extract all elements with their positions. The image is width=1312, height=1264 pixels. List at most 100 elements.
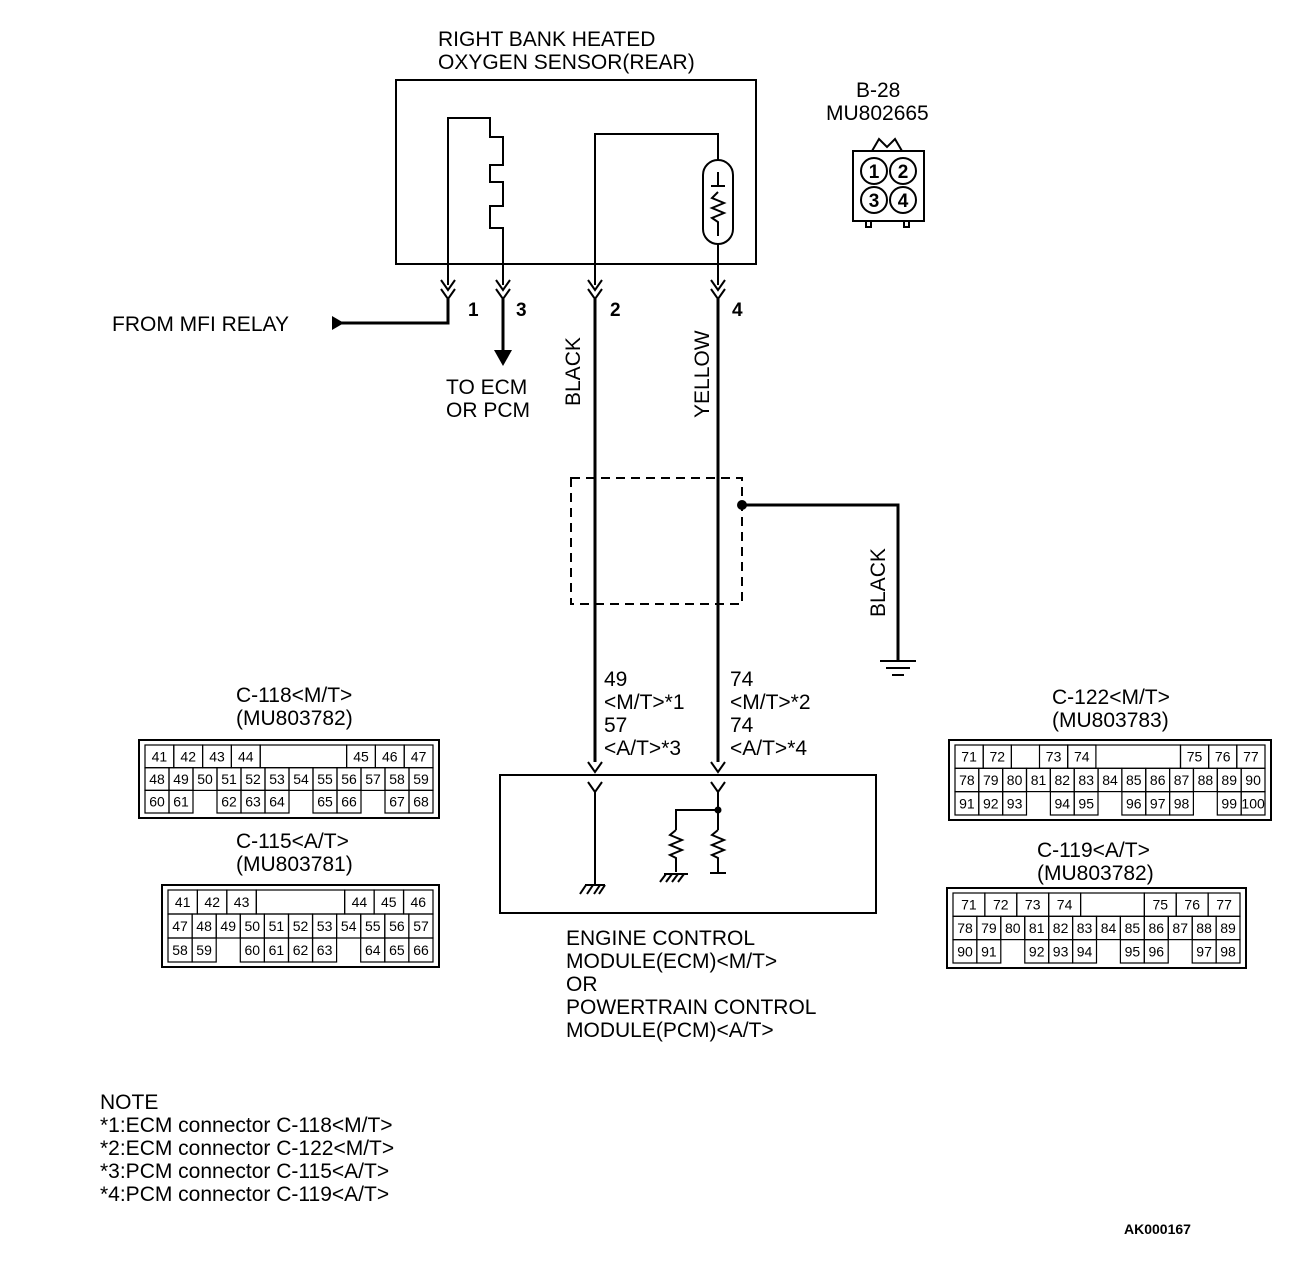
c118-pin-number: 56	[341, 771, 357, 787]
ecm-pin-right-4: <A/T>*4	[730, 737, 807, 760]
ecm-pin-left-1: 49	[604, 668, 627, 691]
sensor-title-line1: RIGHT BANK HEATED	[438, 28, 655, 51]
c122-pin-number: 72	[990, 749, 1006, 765]
ecm-box	[499, 774, 877, 914]
b28-pin-4: 4	[898, 191, 909, 212]
c115-pin-number: 61	[269, 942, 285, 958]
c122-pin-number: 89	[1221, 772, 1237, 788]
c115-pin-number: 60	[245, 942, 261, 958]
c115-outline	[161, 884, 440, 968]
c119-pin-number: 86	[1149, 920, 1165, 936]
c115-pin-number: 57	[413, 918, 429, 934]
c115-pin-number: 63	[317, 942, 333, 958]
c119-pin-cell	[1143, 939, 1169, 964]
c118-pin-cell	[336, 789, 362, 814]
ecm-terminals	[587, 761, 726, 774]
ecm-pin-right-3: 74	[730, 714, 754, 737]
c118-pin-number: 42	[180, 748, 196, 764]
c119-pin-number: 89	[1220, 920, 1236, 936]
c118-pin-number: 50	[197, 771, 213, 787]
shield-wire-color: BLACK	[867, 548, 890, 617]
sensor-internal-wire	[594, 133, 719, 285]
sensing-element-resistor	[709, 172, 727, 236]
c122-pin-number: 77	[1243, 749, 1259, 765]
c122-pin-number: 83	[1078, 772, 1094, 788]
c122-pin-number: 80	[1007, 772, 1023, 788]
c115-pin-number: 59	[196, 942, 212, 958]
note-line-2: *2:ECM connector C-122<M/T>	[100, 1137, 394, 1160]
pin-label-4: 4	[732, 300, 743, 321]
c119-pin-number: 79	[981, 920, 997, 936]
c118-pin-cell	[408, 789, 434, 814]
c115-pin-cell	[311, 937, 338, 963]
c118-outline	[138, 739, 440, 819]
wire-color-yellow: YELLOW	[691, 330, 714, 418]
sensor-box	[395, 79, 757, 265]
c118-part: (MU803782)	[236, 707, 353, 730]
c115-pin-number: 45	[381, 894, 397, 910]
c122-pin-number: 97	[1150, 795, 1166, 811]
c122-pin-number: 90	[1245, 772, 1261, 788]
c115-pin-cell	[408, 937, 434, 963]
c118-pin-number: 49	[173, 771, 189, 787]
c118-pin-number: 62	[221, 794, 237, 810]
c122-pin-number: 74	[1074, 749, 1090, 765]
c119-pin-number: 74	[1057, 897, 1073, 913]
c122-pin-number: 99	[1221, 795, 1237, 811]
pin-label-2: 2	[610, 300, 621, 321]
ecm-internal-circuit	[579, 781, 727, 895]
c122-pin-number: 92	[983, 795, 999, 811]
c122-pin-number: 91	[959, 795, 975, 811]
c122-keyway	[1010, 744, 1182, 769]
pin-label-3: 3	[516, 300, 527, 321]
module-label-line1: ENGINE CONTROL	[566, 927, 755, 950]
c119-pin-number: 72	[993, 897, 1009, 913]
c119-pin-number: 98	[1220, 943, 1236, 959]
c122-pin-number: 93	[1007, 795, 1023, 811]
c115-pin-number: 64	[365, 942, 381, 958]
b28-pin-1: 1	[869, 162, 880, 183]
ecm-pin-right-1: 74	[730, 668, 754, 691]
c118-pin-number: 47	[411, 748, 427, 764]
c122-pin-number: 96	[1126, 795, 1142, 811]
c115-keyway	[255, 889, 346, 915]
c115-pin-number: 44	[352, 894, 368, 910]
c119-keyway	[1079, 892, 1145, 917]
c115-pin-number: 52	[293, 918, 309, 934]
c119-pin-number: 73	[1025, 897, 1041, 913]
c118-pin-number: 67	[389, 794, 405, 810]
c118-pin-number: 57	[365, 771, 381, 787]
c119-pin-cell	[976, 939, 1002, 964]
b28-pin-3: 3	[869, 191, 880, 212]
c118-pin-cell	[264, 789, 290, 814]
from-mfi-relay-label: FROM MFI RELAY	[112, 313, 289, 336]
pin-label-1: 1	[468, 300, 479, 321]
note-line-1: *1:ECM connector C-118<M/T>	[100, 1114, 393, 1137]
c122-pin-number: 100	[1241, 795, 1265, 811]
c119-pin-number: 88	[1196, 920, 1212, 936]
c119-pin-number: 96	[1149, 943, 1165, 959]
c122-pin-number: 86	[1150, 772, 1166, 788]
c122-pin-number: 87	[1174, 772, 1190, 788]
c115-pin-number: 43	[234, 894, 250, 910]
c119-pin-number: 77	[1216, 897, 1232, 913]
c118-pin-number: 59	[413, 771, 429, 787]
c118-pin-number: 68	[413, 794, 429, 810]
c115-pin-number: 56	[389, 918, 405, 934]
c122-pin-number: 79	[983, 772, 999, 788]
c119-pin-number: 80	[1005, 920, 1021, 936]
c118-pin-number: 64	[269, 794, 285, 810]
c118-pin-number: 63	[245, 794, 261, 810]
c115-part: (MU803781)	[236, 853, 353, 876]
b28-connector-face	[852, 137, 925, 228]
heater-element	[447, 117, 504, 285]
c118-pin-number: 55	[317, 771, 333, 787]
c118-pin-number: 41	[152, 748, 168, 764]
c119-pin-number: 92	[1029, 943, 1045, 959]
c115-pin-number: 53	[317, 918, 333, 934]
c119-pin-number: 83	[1077, 920, 1093, 936]
c122-pin-number: 98	[1174, 795, 1190, 811]
c115-pin-number: 47	[172, 918, 188, 934]
